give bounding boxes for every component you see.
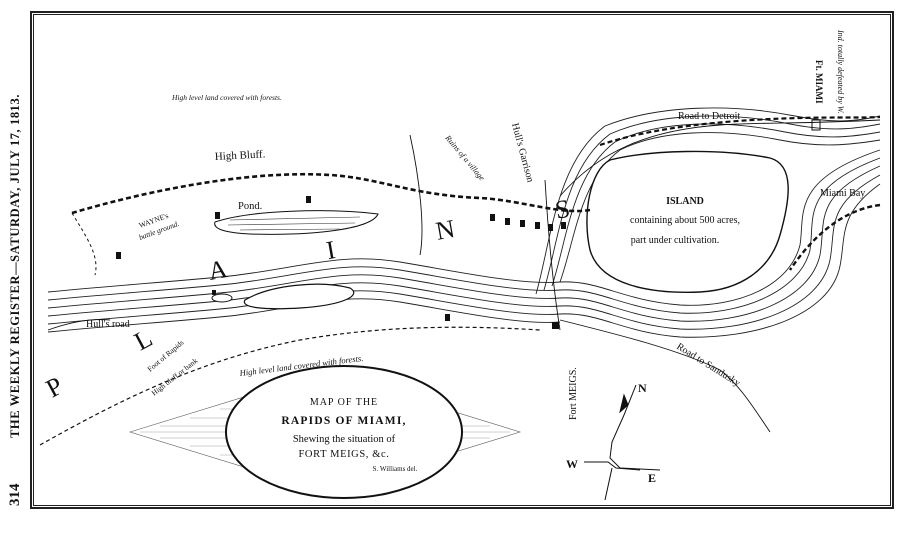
compass-n: N [638,381,647,395]
bluff-west-line [71,212,97,276]
high-bluff-line [71,172,591,215]
label-high-land-top: High level land covered with forests. [171,93,282,102]
road-to-sandusky [559,319,771,433]
pond [214,210,379,235]
title-cartouche [128,365,522,499]
pond-hatching [227,216,361,231]
label-road-detroit: Road to Detroit [678,111,740,122]
hulls-road [47,319,111,331]
label-high-bluff: High Bluff. [215,148,266,163]
fort-road [544,179,561,331]
label-island-line3: part under cultivation. [631,235,720,246]
label-ft-miami: Ft. MIAMI [814,60,824,104]
compass-e: E [648,471,656,485]
margin-text-svg: 314 THE WEEKLY REGISTER—SATURDAY, JULY 1… [7,94,23,506]
road-to-detroit [559,119,881,197]
running-head: THE WEEKLY REGISTER—SATURDAY, JULY 17, 1… [8,94,22,438]
river-island [243,283,355,310]
cross-road [409,134,423,256]
cartouche-credit: S. Williams del. [373,465,418,473]
north-shore-line [599,115,881,147]
cartouche-line2: RAPIDS OF MIAMI, [281,415,406,427]
label-island-title: ISLAND [666,196,704,207]
label-miami-bay: Miami Bay [820,188,865,199]
lower-bluff-line [39,326,541,446]
page-number: 314 [7,483,23,506]
label-road-sandusky: Road to Sandusky [674,341,742,389]
compass-rose [584,384,661,501]
island [586,150,789,293]
east-bluff-line [789,203,881,271]
label-island-line2: containing about 500 acres, [630,215,740,226]
cartouche-line1: MAP OF THE [310,397,378,408]
label-pond: Pond. [238,201,262,212]
compass-w: W [566,457,578,471]
label-hulls-road: Hull's road [86,319,130,330]
building-markers [116,196,566,329]
label-hulls-garrison: Hull's Garrison [509,122,535,184]
label-ruins: Ruins of a village [443,133,487,183]
small-islet [211,293,233,303]
page-margin-heading: 314 THE WEEKLY REGISTER—SATURDAY, JULY 1… [3,36,25,506]
cartouche-line4: FORT MEIGS, &c. [298,449,389,460]
cartouche-line3: Shewing the situation of [293,434,396,445]
label-ind-note: Ind. totally defeated by W. [836,29,845,114]
label-fort-meigs: Fort MEIGS. [568,367,579,420]
map-frame [33,14,891,506]
fort-miami-marker [811,119,821,131]
